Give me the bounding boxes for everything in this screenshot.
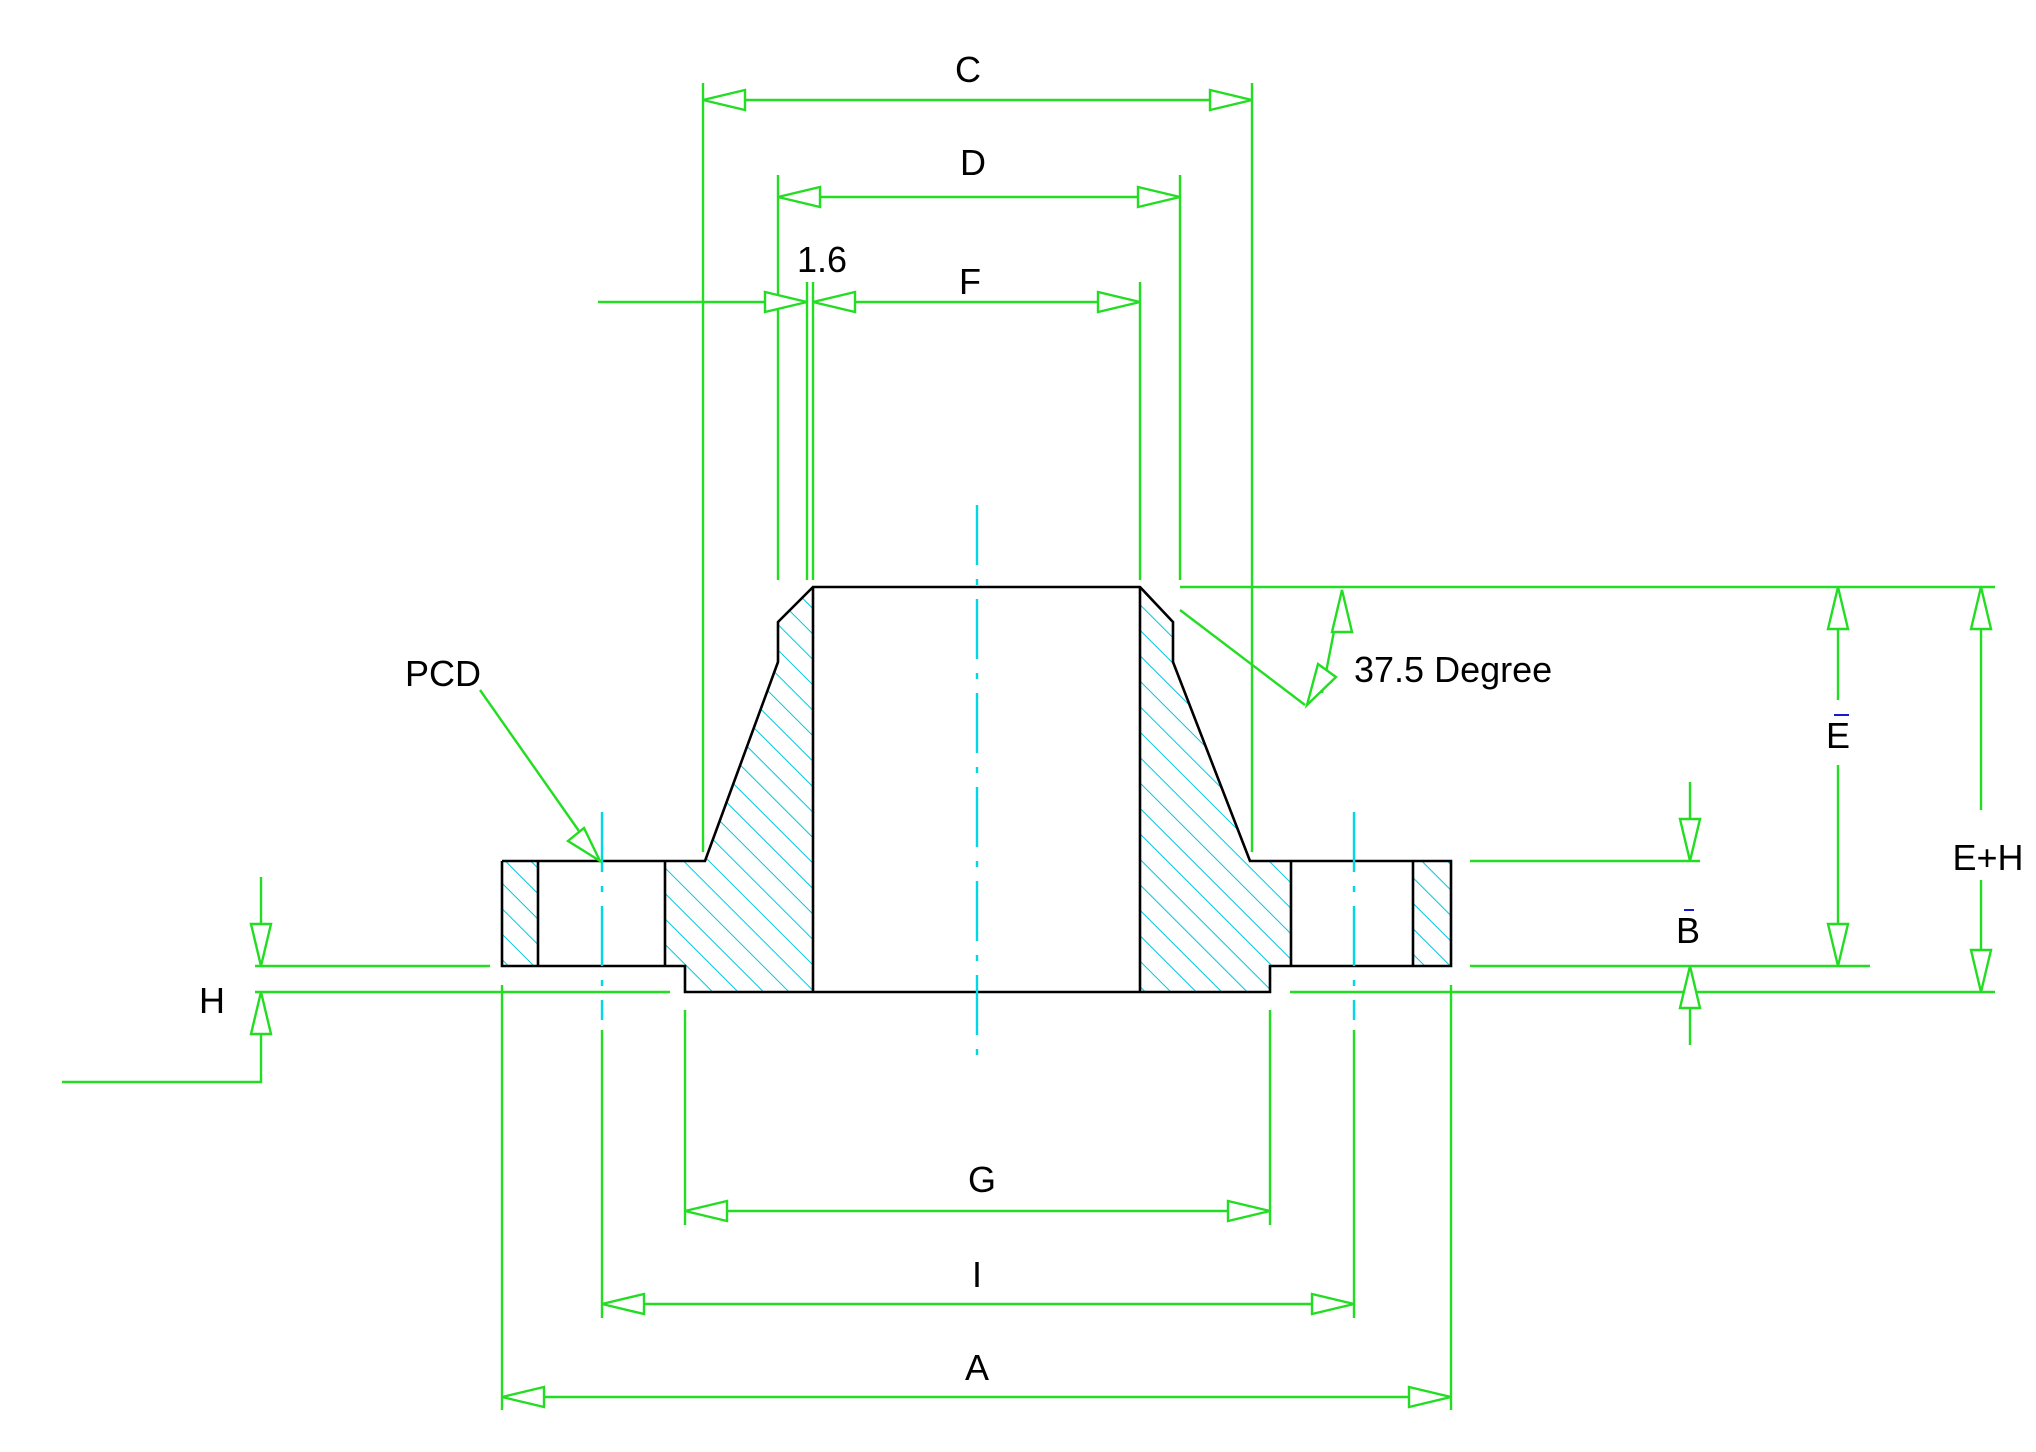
label-i: I <box>972 1254 982 1295</box>
arrow-a-left <box>501 1385 546 1409</box>
flange-outline <box>500 585 1453 994</box>
hatch-right-hub <box>1140 587 1291 992</box>
dimension-labels: C D 1.6 F PCD 37.5 Degree E E+H B H G I … <box>199 49 2024 1388</box>
label-c: C <box>955 49 981 90</box>
arrow-angle-bottom <box>1304 662 1338 709</box>
dimension-lines <box>62 83 1995 1410</box>
label-bevel: 1.6 <box>797 239 847 280</box>
arrow-b-bottom <box>1678 965 1702 1010</box>
arrow-angle-top <box>1330 589 1354 634</box>
label-h: H <box>199 980 225 1021</box>
arrow-pcd <box>565 826 603 865</box>
dim-h-bottom-leader <box>62 992 263 1084</box>
arrow-d-right <box>1136 185 1181 209</box>
label-e: E <box>1826 715 1850 756</box>
label-pcd: PCD <box>405 653 481 694</box>
arrow-f-right <box>1096 290 1141 314</box>
section-hatching <box>502 587 1451 992</box>
label-b: B <box>1676 910 1700 951</box>
arrow-a-right <box>1407 1385 1452 1409</box>
label-e-plus-h: E+H <box>1952 837 2023 878</box>
bevel-extension <box>1179 609 1306 706</box>
arrow-d-left <box>777 185 822 209</box>
arrow-eh-top <box>1969 586 1993 631</box>
hatch-left-flange-rim <box>502 861 538 966</box>
label-a: A <box>965 1347 989 1388</box>
arrow-c-left <box>702 88 747 112</box>
arrow-i-left <box>601 1292 646 1316</box>
hatch-left-hub <box>665 587 813 992</box>
arrow-eh-bottom <box>1969 948 1993 993</box>
label-d: D <box>960 142 986 183</box>
arrow-c-right <box>1208 88 1253 112</box>
label-g: G <box>968 1159 996 1200</box>
arrow-i-right <box>1310 1292 1355 1316</box>
arrow-e-top <box>1826 586 1850 631</box>
label-f: F <box>959 261 981 302</box>
arrow-bevel <box>763 290 808 314</box>
outer-profile <box>500 585 1453 994</box>
arrow-e-bottom <box>1826 922 1850 967</box>
arrow-f-left <box>812 290 857 314</box>
label-angle: 37.5 Degree <box>1354 649 1552 690</box>
arrow-h-bottom <box>249 991 273 1036</box>
arrow-b-top <box>1678 817 1702 862</box>
arrow-h-top <box>249 922 273 967</box>
arrow-g-right <box>1226 1199 1271 1223</box>
centerlines <box>600 505 1356 1060</box>
hatch-right-flange-rim <box>1413 861 1451 966</box>
arrow-g-left <box>684 1199 729 1223</box>
